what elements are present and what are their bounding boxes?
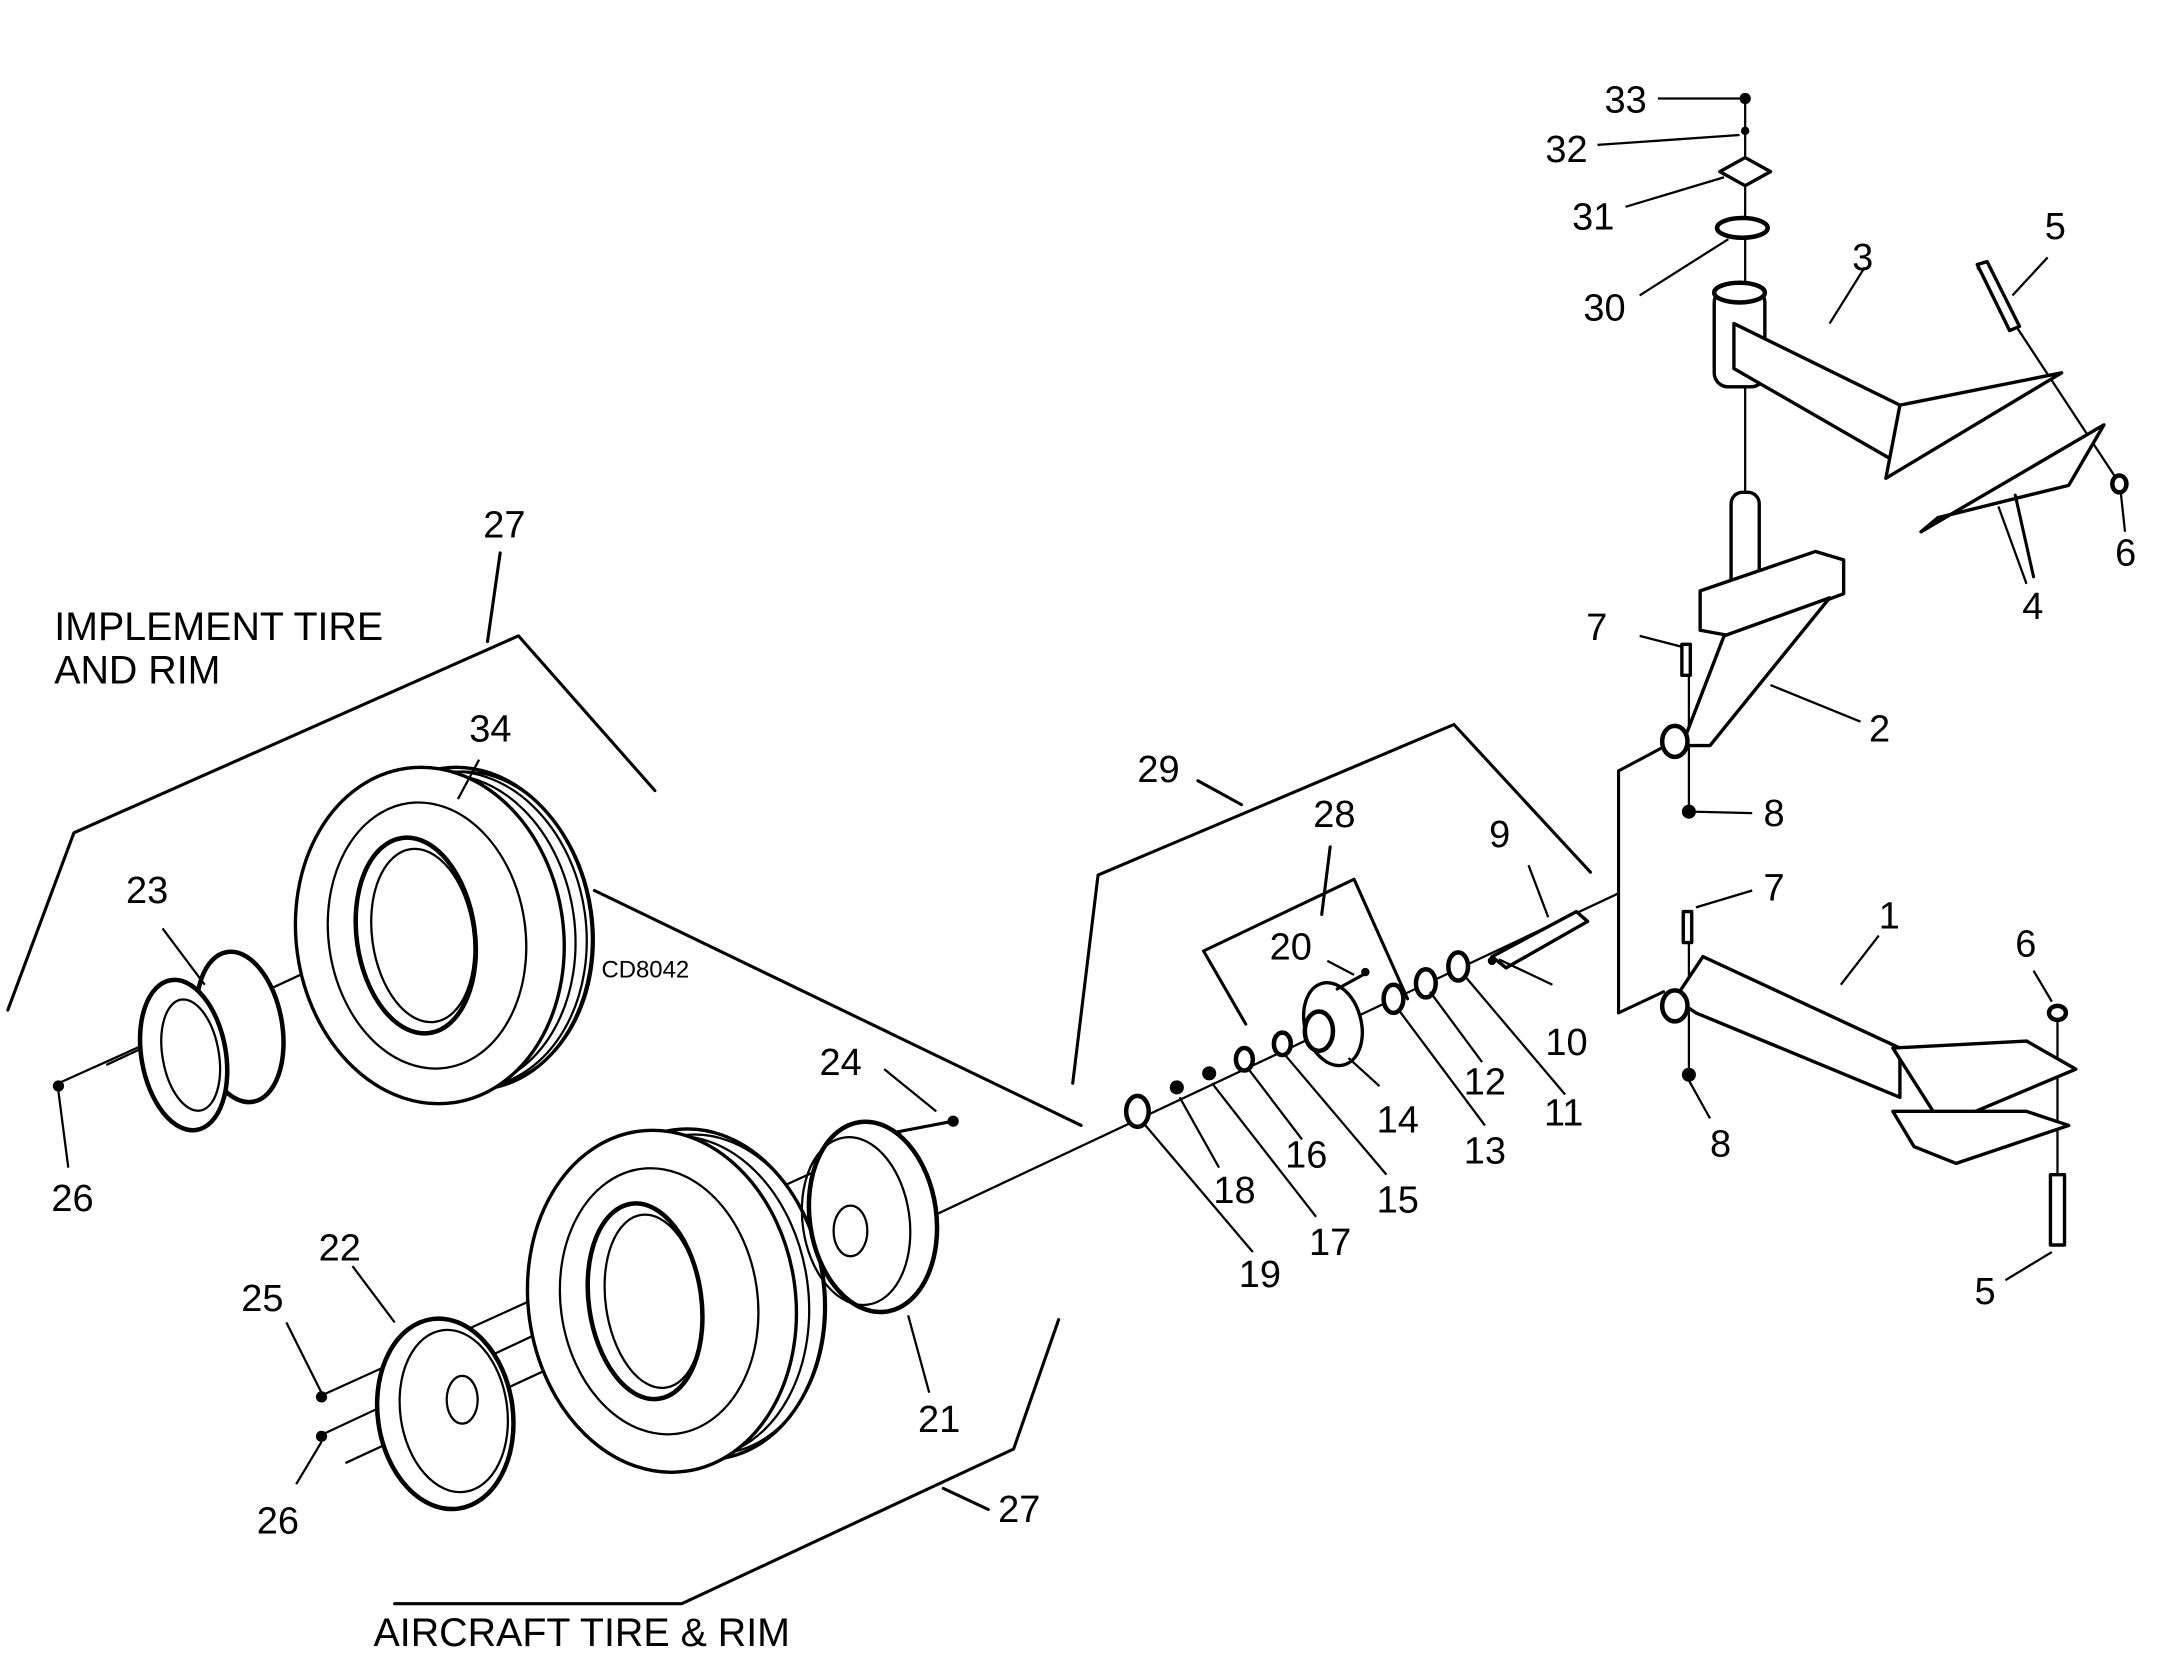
callout-9: 9 (1489, 814, 1510, 856)
bracket-28 (1202, 845, 1410, 1026)
callout-26-upper: 26 (51, 1178, 93, 1220)
clamp-plate (1919, 259, 2129, 579)
bracket-27-aircraft (393, 1318, 1061, 1606)
callout-12: 12 (1464, 1061, 1506, 1103)
callout-7-lower: 7 (1763, 867, 1784, 909)
callout-29: 29 (1137, 749, 1179, 791)
implement-caption-line2: AND RIM (54, 649, 220, 693)
callout-10: 10 (1545, 1022, 1587, 1064)
callout-28: 28 (1313, 794, 1355, 836)
aircraft-tire (525, 1127, 828, 1474)
callout-21: 21 (918, 1399, 960, 1441)
callout-27-implement: 27 (483, 504, 525, 546)
callout-5-lower: 5 (1974, 1271, 1995, 1313)
callout-leaders (57, 97, 2127, 1485)
drawing-code: CD8042 (601, 957, 689, 984)
callout-13: 13 (1464, 1130, 1506, 1172)
callout-24: 24 (820, 1042, 862, 1084)
callout-18: 18 (1213, 1170, 1255, 1212)
callout-19: 19 (1239, 1254, 1281, 1296)
callout-8-upper: 8 (1763, 793, 1784, 835)
implement-caption-line1: IMPLEMENT TIRE (54, 605, 383, 649)
callout-23: 23 (126, 870, 168, 912)
aircraft-rim-inner-half (315, 1316, 516, 1512)
callout-6-lower: 6 (2015, 924, 2036, 966)
implement-tire (293, 765, 595, 1106)
callout-30: 30 (1583, 288, 1625, 330)
callout-6-upper: 6 (2115, 533, 2136, 575)
callout-25: 25 (241, 1278, 283, 1320)
mount-arm (1711, 92, 2064, 480)
implement-rim (52, 949, 286, 1133)
callout-3: 3 (1852, 237, 1873, 279)
callout-1: 1 (1879, 895, 1900, 937)
callout-2: 2 (1869, 708, 1890, 750)
callout-33: 33 (1604, 80, 1646, 122)
callout-5-upper: 5 (2045, 206, 2066, 248)
callout-22: 22 (319, 1227, 361, 1269)
bracket-29 (1071, 722, 1592, 1085)
callout-15: 15 (1377, 1180, 1419, 1222)
callout-8-lower: 8 (1710, 1123, 1731, 1165)
callout-4: 4 (2022, 586, 2043, 628)
bracket-27-implement (6, 551, 657, 1012)
hub-components (1123, 909, 1590, 1130)
hitch-arm (1659, 909, 2078, 1247)
callout-16: 16 (1285, 1135, 1327, 1177)
spindle-arm (1659, 490, 1846, 819)
callout-labels: 1 2 3 4 5 5 6 6 7 7 8 8 9 10 11 12 13 14… (51, 80, 2136, 1543)
callout-32: 32 (1545, 129, 1587, 171)
callout-27-aircraft: 27 (998, 1489, 1040, 1531)
callout-31: 31 (1572, 196, 1614, 238)
spindle-bracket (1617, 746, 1666, 1015)
callout-17: 17 (1309, 1222, 1351, 1264)
callout-20: 20 (1270, 926, 1312, 968)
callout-34: 34 (469, 708, 511, 750)
callout-14: 14 (1377, 1099, 1419, 1141)
aircraft-rim-outer-half (800, 1115, 959, 1315)
aircraft-caption: AIRCRAFT TIRE & RIM (374, 1611, 790, 1655)
callout-7-upper: 7 (1586, 607, 1607, 649)
callout-26-lower: 26 (257, 1500, 299, 1542)
callout-11: 11 (1544, 1092, 1583, 1134)
